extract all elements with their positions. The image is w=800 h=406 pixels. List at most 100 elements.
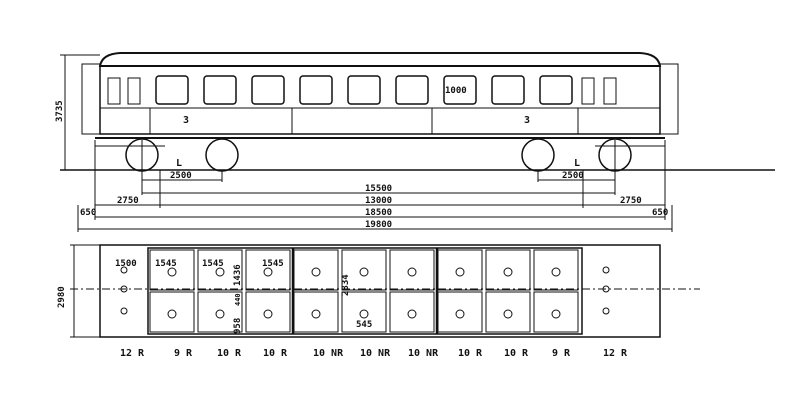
- table-icon: [455, 309, 465, 319]
- table-icon: [407, 309, 417, 319]
- window: [443, 75, 477, 105]
- seat-bay: [533, 249, 579, 291]
- seat-bay: [245, 249, 291, 291]
- compartment-label: 10 R: [458, 348, 483, 359]
- table-icon: [263, 309, 273, 319]
- class-mark-right: 3: [524, 115, 530, 126]
- pitch-dim: 1545: [155, 259, 177, 269]
- aisle-dim: 1436: [233, 264, 243, 286]
- pitch-dim: 1545: [202, 259, 224, 269]
- left-gangway: [81, 63, 101, 135]
- vestibule-fitting: [120, 266, 128, 274]
- table-icon: [215, 309, 225, 319]
- compartment-labels: 12 R 9 R 10 R 10 R 10 NR 10 NR 10 NR 10 R 10 R 9 …: [120, 348, 628, 359]
- plan-width-dim: 2980: [57, 286, 67, 308]
- seat-bay: [341, 249, 387, 291]
- door-window: [107, 77, 121, 105]
- dim-bogie-centres: 15500: [365, 184, 392, 194]
- dim-body-length: 18500: [365, 208, 392, 218]
- dim-overhang-left: 2750: [117, 196, 139, 206]
- table-icon: [359, 267, 369, 277]
- window: [395, 75, 429, 105]
- door-window: [127, 77, 141, 105]
- seat-bay: [293, 249, 339, 291]
- seat-small-dim: 440: [234, 293, 242, 306]
- gap-dim: 545: [356, 320, 372, 330]
- wheel: [205, 138, 239, 172]
- window: [203, 75, 237, 105]
- right-gangway: [659, 63, 679, 135]
- seat-bay: [341, 291, 387, 333]
- table-icon: [551, 309, 561, 319]
- seat-bay: [485, 249, 531, 291]
- compartment-label: 10 R: [504, 348, 529, 359]
- compartment-label: 12 R: [120, 348, 145, 359]
- table-icon: [407, 267, 417, 277]
- seat-bay: [149, 291, 195, 333]
- window: [299, 75, 333, 105]
- seat-dim: 958: [233, 318, 243, 334]
- table-icon: [167, 309, 177, 319]
- vestibule-fitting: [602, 266, 610, 274]
- dim-bogie-wheelbase-left: 2500: [170, 171, 192, 181]
- bogie-mark-left: L: [176, 158, 182, 169]
- table-icon: [551, 267, 561, 277]
- seat-bay: [485, 291, 531, 333]
- compartment-label: 10 R: [217, 348, 242, 359]
- seat-bay: [293, 291, 339, 333]
- side-view: 3 3 1000 L L 3735: [55, 52, 775, 172]
- seat-bay: [533, 291, 579, 333]
- dim-middle: 13000: [365, 196, 392, 206]
- table-icon: [359, 309, 369, 319]
- door-window: [581, 77, 595, 105]
- seat-bay: [197, 291, 243, 333]
- roof: [98, 52, 662, 67]
- compartment-label: 9 R: [552, 348, 571, 359]
- height-dim: 3735: [55, 100, 65, 122]
- compartment-label: 10 NR: [360, 348, 391, 359]
- wheel: [521, 138, 555, 172]
- plan-outline: [99, 244, 661, 338]
- seat-bay: [197, 249, 243, 291]
- table-icon: [215, 267, 225, 277]
- table-icon: [311, 309, 321, 319]
- seat-bay: [437, 249, 483, 291]
- inner-width-dim: 2834: [341, 274, 351, 296]
- window: [491, 75, 525, 105]
- pitch-dim: 1545: [262, 259, 284, 269]
- window: [155, 75, 189, 105]
- seat-bay: [245, 291, 291, 333]
- seat-bay: [437, 291, 483, 333]
- dim-buffer-left: 650: [80, 208, 96, 218]
- window: [347, 75, 381, 105]
- vestibule-dim: 1500: [115, 259, 137, 269]
- passenger-area: [147, 247, 583, 335]
- dim-buffer-right: 650: [652, 208, 668, 218]
- table-icon: [503, 267, 513, 277]
- seat-bay: [389, 249, 435, 291]
- plan-view: 2980 1500 1545 1545 1545 1436 958 440 28…: [57, 244, 700, 338]
- table-icon: [311, 267, 321, 277]
- vestibule-fitting: [602, 307, 610, 315]
- window: [539, 75, 573, 105]
- compartment-label: 10 NR: [313, 348, 344, 359]
- table-icon: [167, 267, 177, 277]
- seat-bay: [149, 249, 195, 291]
- compartment-label: 12 R: [603, 348, 628, 359]
- compartment-label: 10 NR: [408, 348, 439, 359]
- vestibule-fitting: [120, 285, 128, 293]
- dim-overhang-right: 2750: [620, 196, 642, 206]
- window: [251, 75, 285, 105]
- vestibule-fitting: [120, 307, 128, 315]
- window-width-dim: 1000: [445, 86, 467, 96]
- vestibule-fitting: [602, 285, 610, 293]
- dim-bogie-wheelbase-right: 2500: [562, 171, 584, 181]
- compartment-label: 9 R: [174, 348, 193, 359]
- table-icon: [263, 267, 273, 277]
- table-icon: [455, 267, 465, 277]
- class-mark-left: 3: [183, 115, 189, 126]
- bogie-mark-right: L: [574, 158, 580, 169]
- compartment-label: 10 R: [263, 348, 288, 359]
